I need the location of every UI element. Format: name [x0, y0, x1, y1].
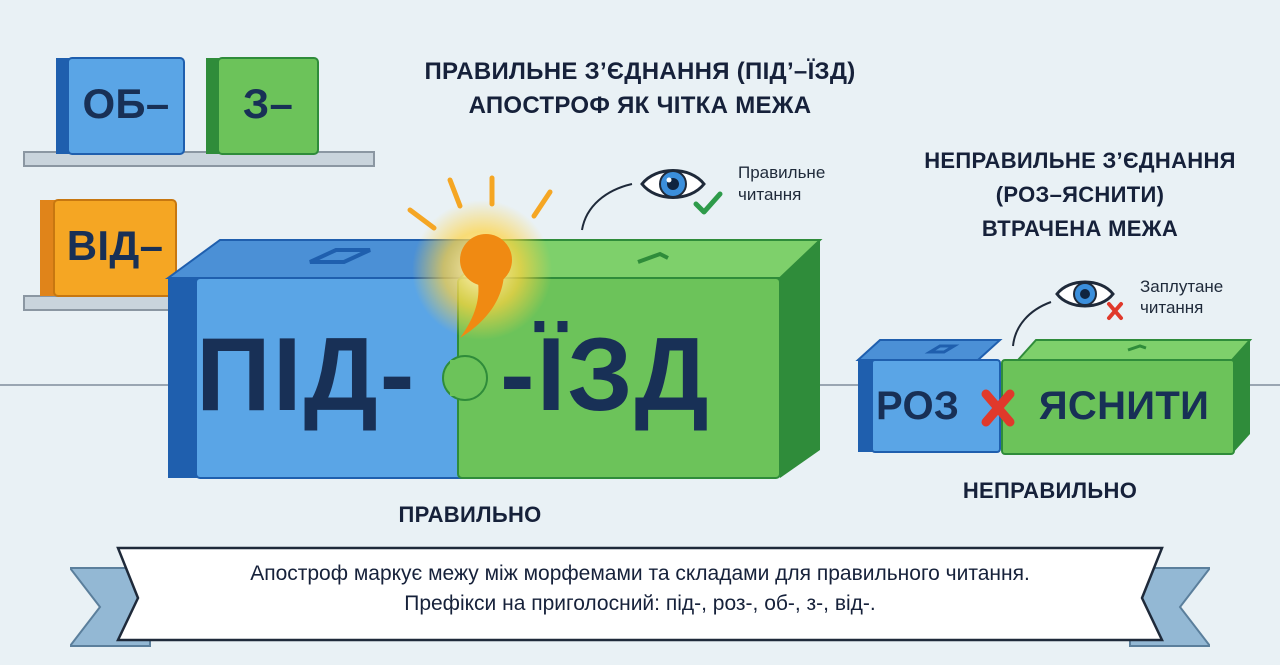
correct-title-line2: АПОСТРОФ ЯК ЧІТКА МЕЖА [468, 92, 812, 119]
shelf-block-vid-label: ВІД– [66, 222, 164, 269]
roz-block-top [855, 339, 1003, 361]
shelf-block-ob-label: ОБ– [82, 80, 170, 127]
top-shelf [23, 151, 375, 167]
shelf-group [23, 57, 375, 311]
apostrophe-glow-icon [460, 234, 512, 338]
eye-cross-icon [1012, 280, 1123, 347]
incorrect-title-line2: (РОЗ–ЯСНИТИ) [995, 182, 1165, 207]
yasnyty-block-side [1232, 340, 1250, 454]
shelf-block-z-label: З– [242, 80, 294, 127]
incorrect-title-line1: НЕПРАВИЛЬНЕ З’ЄДНАННЯ [924, 148, 1236, 173]
correct-caption: ПРАВИЛЬНО [398, 502, 542, 527]
eye-cross-label-line2: читання [1140, 298, 1204, 317]
incorrect-block-group [855, 339, 1253, 455]
correct-left-block-label: ПІД- [196, 317, 417, 433]
shelf-block-z [206, 57, 319, 155]
ribbon-main [116, 546, 1164, 642]
shelf-block-ob [56, 57, 185, 155]
incorrect-caption: НЕПРАВИЛЬНО [962, 478, 1138, 503]
correct-right-block-label: -ЇЗД [500, 317, 711, 433]
correct-block-group [164, 175, 823, 479]
light-rays [407, 175, 553, 231]
incorrect-right-block-label: ЯСНИТИ [1038, 384, 1210, 428]
top-marker-green [637, 251, 669, 264]
incorrect-title-line3: ВТРАЧЕНА МЕЖА [981, 216, 1179, 241]
shelf-block-vid [40, 199, 177, 297]
eye-cross-label-line1: Заплутане [1140, 277, 1224, 296]
green-block-side [780, 240, 820, 478]
correct-title-line1: ПРАВИЛЬНЕ З’ЄДНАННЯ (ПІД’–ЇЗД) [424, 58, 856, 85]
eye-check-icon [581, 169, 723, 231]
eye-check-label-line1: Правильне [738, 163, 826, 182]
incorrect-left-block-label: РОЗ [876, 384, 960, 428]
banner-line1: Апостроф маркує межу між морфемами та ск… [250, 562, 1030, 585]
top-marker-blue [309, 248, 371, 264]
yasnyty-block-top [1015, 339, 1253, 361]
eye-check-label-line2: читання [738, 185, 802, 204]
banner-line2: Префікси на приголосний: під-, роз-, об-… [404, 592, 876, 615]
red-cross-icon [981, 389, 1015, 427]
ribbon-banner [70, 546, 1210, 647]
